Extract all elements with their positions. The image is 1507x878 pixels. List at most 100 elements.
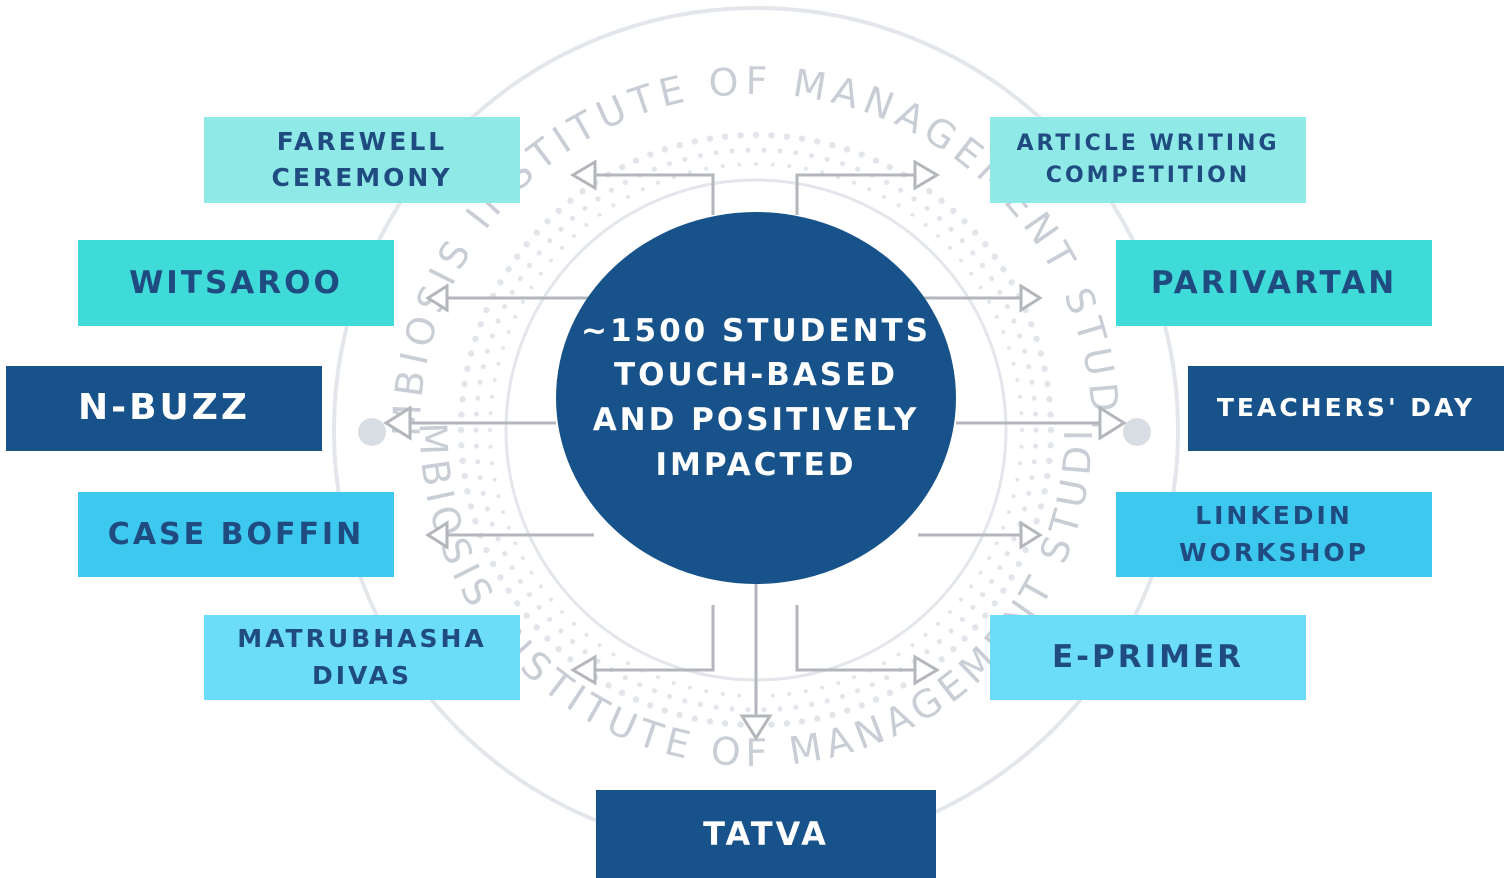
watermark-dot [523, 241, 530, 248]
watermark-dot [661, 707, 668, 714]
watermark-dot [793, 704, 799, 710]
node-e-primer: E-PRIMER [990, 615, 1306, 700]
watermark-dot [997, 289, 1003, 295]
watermark-dot [1000, 266, 1007, 273]
watermark-dot [625, 661, 630, 666]
node-tatva: TATVA [596, 790, 936, 878]
watermark-dot [936, 639, 943, 645]
center-line-3: AND POSITIVELY [592, 402, 920, 438]
watermark-dot [991, 253, 998, 260]
arrowhead-tatva [739, 714, 773, 741]
watermark-dot [467, 350, 475, 357]
watermark-dot [506, 525, 511, 530]
watermark-dot [923, 633, 928, 637]
watermark-dot [950, 207, 957, 214]
watermark-dot [839, 693, 846, 699]
arrow-to-article [795, 173, 915, 215]
watermark-dot [1019, 411, 1024, 416]
watermark-dot [488, 444, 493, 449]
watermark-dot [458, 411, 465, 418]
watermark-dot [1011, 536, 1017, 542]
watermark-dot [737, 132, 744, 139]
watermark-dot [584, 223, 589, 227]
watermark-dot [687, 685, 692, 690]
watermark-dot [533, 229, 540, 236]
watermark-dot [1020, 428, 1024, 432]
node-tatva-label: TATVA [703, 814, 829, 853]
watermark-dot [761, 707, 767, 713]
watermark-dot [640, 187, 645, 192]
watermark-dot [608, 187, 615, 193]
watermark-dot [666, 693, 673, 699]
watermark-dot [948, 226, 954, 232]
watermark-dot [979, 592, 986, 598]
watermark-dot [900, 682, 907, 689]
watermark-dot [1022, 546, 1029, 554]
watermark-dot [972, 624, 979, 631]
watermark-dot [1011, 318, 1017, 324]
node-linkedin-workshop: LINKEDIN WORKSHOP [1116, 492, 1432, 577]
watermark-dot [987, 556, 992, 561]
watermark-dot [787, 164, 792, 169]
node-farewell-line-1: FAREWELL [276, 126, 448, 156]
watermark-dot [571, 621, 576, 626]
watermark-dot [924, 205, 930, 211]
watermark-dot [459, 396, 466, 403]
watermark-dot [1011, 361, 1016, 366]
watermark-dot [1033, 335, 1040, 342]
watermark-dot [824, 156, 830, 162]
watermark-dot [872, 696, 880, 703]
watermark-dot [855, 688, 861, 694]
watermark-dot [489, 333, 495, 339]
watermark-dot [1047, 442, 1054, 449]
watermark-dot [567, 197, 574, 204]
watermark-dot [982, 612, 989, 619]
watermark-dot [671, 681, 676, 685]
watermark-dot [458, 442, 465, 449]
watermark-dot [704, 166, 709, 171]
watermark-dot [687, 170, 692, 175]
watermark-dot [872, 157, 880, 164]
watermark-dot [1011, 494, 1016, 499]
watermark-dot [793, 150, 799, 156]
watermark-dot [536, 604, 542, 610]
watermark-dot [1046, 396, 1053, 403]
watermark-dot [492, 477, 497, 482]
watermark-dot [517, 578, 524, 585]
watermark-dot [989, 276, 995, 282]
watermark-dot [720, 164, 725, 169]
watermark-dot [464, 365, 471, 372]
watermark-dot [1041, 365, 1048, 372]
arrow-to-eprimer [795, 605, 915, 672]
watermark-dot [1031, 459, 1037, 465]
watermark-dot [514, 600, 521, 607]
watermark-dot [844, 146, 851, 153]
watermark-dot [991, 600, 998, 607]
watermark-dot [836, 681, 841, 685]
watermark-dot [496, 494, 501, 499]
watermark-dot [497, 574, 504, 581]
watermark-dot [1004, 550, 1010, 557]
watermark-dot [1041, 488, 1048, 495]
watermark-dot [549, 597, 553, 602]
node-linkedin-line-1: LINKEDIN [1195, 501, 1353, 531]
arrowhead-case-boffin [425, 520, 449, 550]
watermark-dot [691, 715, 698, 722]
node-case-boffin: CASE BOFFIN [78, 492, 394, 577]
watermark-dot [994, 541, 999, 546]
watermark-dot [622, 179, 628, 185]
watermark-dot [682, 698, 688, 704]
watermark-dot [1037, 503, 1045, 510]
watermark-dot [1008, 279, 1015, 286]
watermark-dot [882, 194, 887, 199]
watermark-dot [506, 330, 511, 335]
watermark-dot [567, 656, 574, 663]
watermark-dot [538, 271, 543, 276]
watermark-dot [473, 427, 479, 433]
watermark-dot [472, 518, 479, 525]
watermark-dot [947, 610, 952, 615]
watermark-dot [982, 241, 989, 248]
watermark-dot [851, 180, 856, 185]
